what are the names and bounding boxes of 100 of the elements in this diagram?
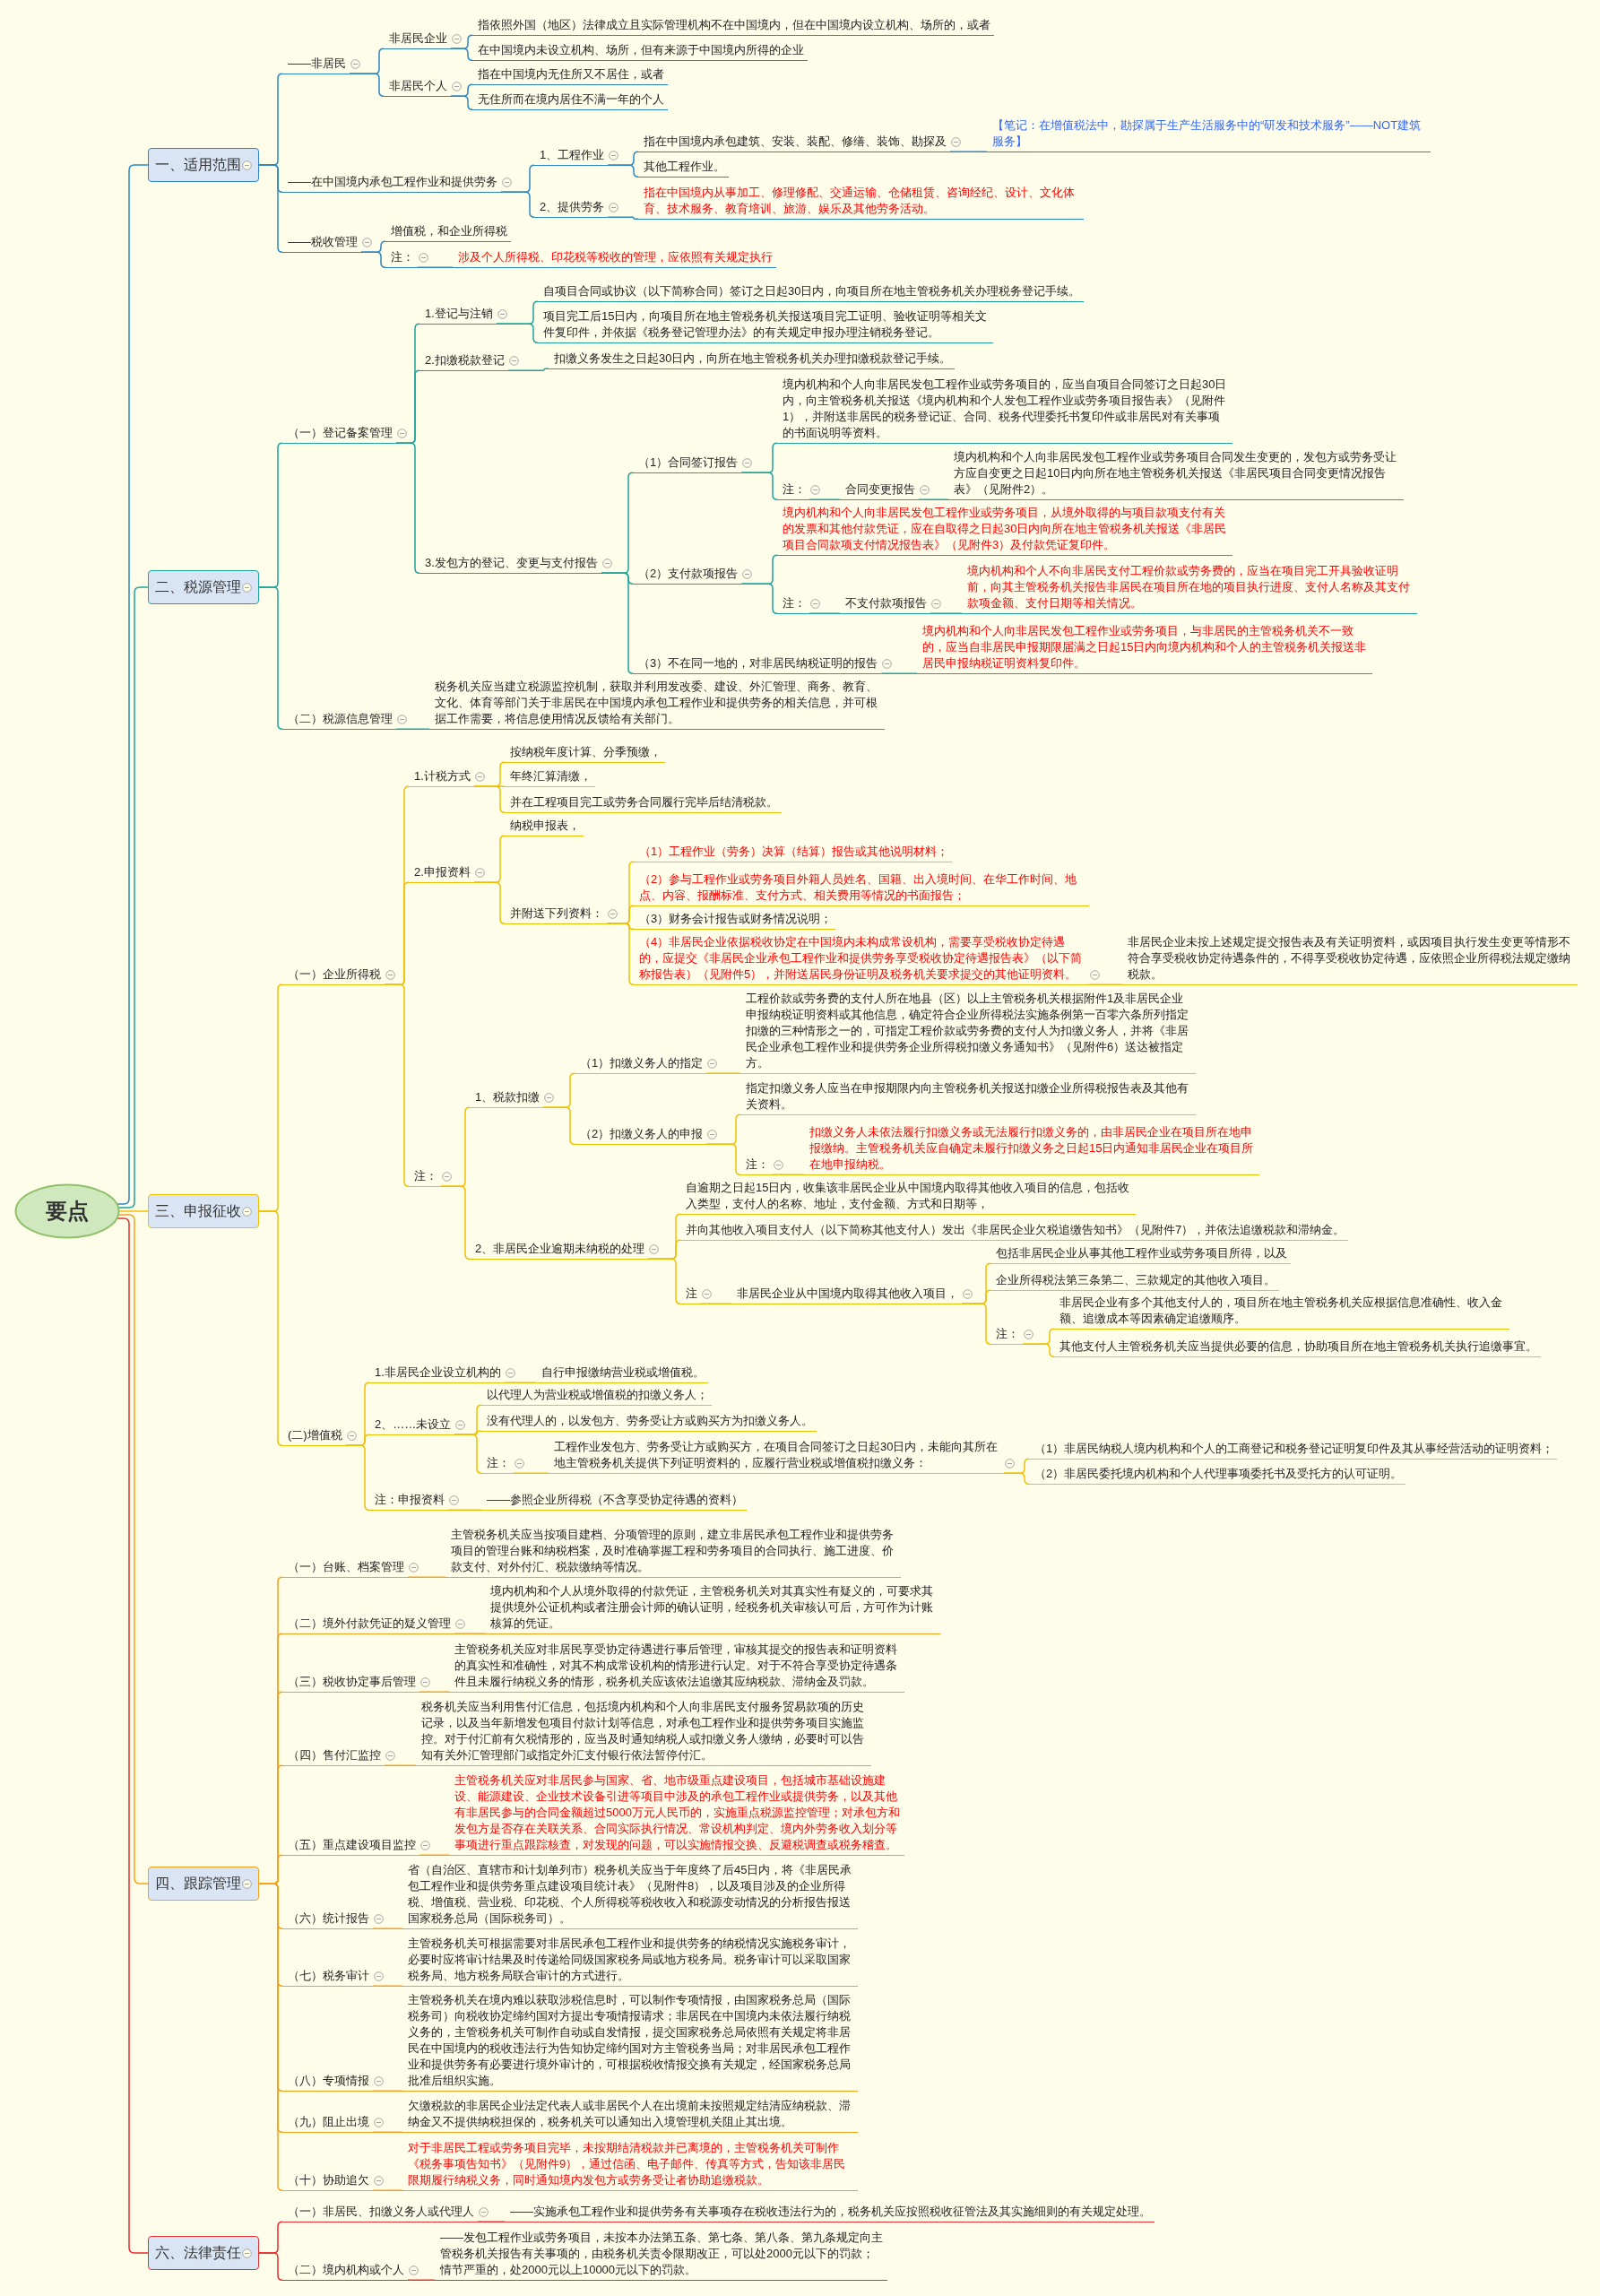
branch-line <box>1088 983 1123 985</box>
branch-line <box>395 728 430 730</box>
subtopic: 非居民企业未按上述规定提交报告表及有关证明资料，或因项目执行发生变更等情形不符合享受税收协定待遇条件的，不得享受税收协定待遇，应依照企业所得税法规定缴纳税款。 <box>1122 934 1578 985</box>
subtopic: 境内机构和个人不向非居民支付工程价款或劳务费的，应当在项目完工开具验收证明前，向其主管税务机关报告非居民在项目所在地的项目执行进度、支付人名称及其支付款项金额、支付日期等相关情况。 <box>962 563 1417 614</box>
main-topic-box: 六、法律责任 <box>148 2236 259 2270</box>
subtopic: （1）工程作业（劳务）决算（结算）报告或其他说明材料； <box>634 844 953 862</box>
subtopic: 2、提供劳务 <box>534 199 609 218</box>
branch-line <box>349 73 385 97</box>
branch-line <box>700 1303 732 1304</box>
branch-line <box>961 1303 991 1345</box>
subtopic: 2.扣缴税款登记 <box>419 352 508 371</box>
subtopic: （七）税务审计 <box>282 1968 373 1987</box>
main-topic-box: 二、税源管理 <box>148 570 259 604</box>
subtopic: 并在工程项目完工或劳务合同履行完毕后结清税款。 <box>505 794 782 813</box>
subtopic: （2）参与工程作业或劳务项目外籍人员姓名、国籍、出入境时间、在华工作时间、地点、内容、报酬标准、支付方式、相关费用等情况的书面报告； <box>634 871 1089 906</box>
subtopic: （四）售付汇监控 <box>282 1747 385 1766</box>
subtopic: （1）合同签订报告 <box>633 455 742 473</box>
subtopic: 税务机关应当建立税源监控机制，获取并利用发改委、建设、外汇管理、商务、教育、文化、体育等部门关于非居民在中国境内承包工程作业和提供劳务的相关信息，并可根据工作需要，将信息使用情况反馈给有关部门。 <box>429 679 885 730</box>
subtopic: 非居民企业 <box>384 30 451 49</box>
branch-line <box>447 1509 482 1511</box>
subtopic: （2）扣缴义务人的申报 <box>575 1126 707 1145</box>
subtopic: 工程价款或劳务费的支付人所在地县（区）以上主管税务机关根据附件1及非居民企业申报纳税证明资料或其他信息，确定符合企业所得税法实施条例第一百零六条所列指定扣缴的三种情形之一的，可指定工程价款或劳务费的支付人为扣缴义务人，并将《非居民企业承包工程作业和提供劳务企业所得税扣缴义务通知书》（见附件6）送达被指定方。 <box>740 991 1196 1074</box>
subtopic: （3）不在同一地的，对非居民纳税证明的报告 <box>633 655 882 674</box>
branch-line <box>473 881 506 924</box>
subtopic: 按纳税年度计算、分季预缴， <box>505 744 665 763</box>
branch-line <box>705 1072 741 1074</box>
subtopic: 境内机构和个人向非居民发包工程作业或劳务项目合同发生变更的，发包方或劳务受让方应自变更之日起10日内向所在地主管税务机关报送《非居民项目合同变更情况报告表》（见附件2）。 <box>948 449 1404 500</box>
subtopic: （1）非居民纳税人境内机构和个人的工商登记和税务登记证明复印件及其从事经营活动的证明资料； <box>1029 1441 1558 1460</box>
subtopic: ——在中国境内承包工程作业和提供劳务 <box>282 174 501 193</box>
subtopic: 涉及个人所得税、印花税等税收的管理，应依照有关规定执行 <box>453 249 776 268</box>
branch-line <box>809 498 841 500</box>
branch-line <box>507 368 549 371</box>
branch-line <box>740 472 778 500</box>
main-topic-box: 三、申报征收 <box>148 1194 259 1228</box>
subtopic: 1.非居民企业设立机构的 <box>369 1365 505 1383</box>
subtopic: （一）登记备案管理 <box>282 425 396 444</box>
subtopic: 1、工程作业 <box>534 147 609 166</box>
subtopic: 增值税，和企业所得税 <box>385 223 511 242</box>
branch-line <box>407 2279 436 2281</box>
subtopic: 以代理人为营业税或增值税的扣缴义务人； <box>481 1387 712 1406</box>
branch-line <box>930 612 963 614</box>
branch-line <box>372 2131 403 2133</box>
branch-line <box>513 1472 549 1474</box>
subtopic: 注 <box>680 1286 701 1304</box>
subtopic: （3）财务会计报告或财务情况说明； <box>634 911 836 930</box>
branch-line <box>880 672 918 674</box>
branch-line <box>395 442 420 574</box>
subtopic: （4）非居民企业依据税收协定在中国境内未构成常设机构，需要享受税收协定待遇的，应提交《非居民企业承包工程作业和提供劳务享受税收协定待遇报告表》（以下简称报告表）（见附件5），并附送居民身份证明及税务机关要求提交的其他证明资料。 <box>634 934 1089 985</box>
branch-line <box>607 216 639 220</box>
subtopic: 注： <box>385 249 418 268</box>
subtopic: ——参照企业所得税（不含享受协定待遇的资料） <box>481 1492 747 1511</box>
branch-line <box>606 923 635 985</box>
subtopic: 注： <box>990 1326 1023 1345</box>
branch-line <box>647 1258 681 1304</box>
subtopic: （九）阻止出境 <box>282 2114 373 2133</box>
subtopic: 2、……未设立 <box>369 1417 455 1435</box>
subtopic: 境内机构和个人从境外取得的付款凭证，主管税务机关对其真实性有疑义的，可要求其提供境外公证机构或者注册会计师的确认证明，经税务机关审核认可后，方可作为计账核算的凭证。 <box>485 1583 940 1634</box>
subtopic: 2、非居民企业逾期未纳税的处理 <box>470 1241 649 1260</box>
subtopic: 无住所而在境内居住不满一年的个人 <box>472 91 668 110</box>
branch-line <box>419 1854 450 1856</box>
subtopic: 指在中国境内承包建筑、安装、装配、修缮、装饰、勘探及 <box>638 134 950 152</box>
branch-line <box>607 164 639 178</box>
branch-line <box>384 1764 417 1766</box>
subtopic: 并向其他收入项目支付人（以下简称其他支付人）发出《非居民企业欠税追缴告知书》（见附件7），并依法追缴税款和滞纳金。 <box>680 1222 1349 1241</box>
subtopic: 不支付款项报告 <box>840 595 930 614</box>
subtopic: 非居民企业有多个其他支付人的，项目所在地主管税务机关应根据信息准确性、收入金额、追缴成本等因素确定追缴顺序。 <box>1054 1295 1509 1330</box>
subtopic: 1.计税方式 <box>409 768 474 787</box>
subtopic: （一）非居民、扣缴义务人或代理人 <box>282 2204 478 2222</box>
branch-line <box>344 1444 370 1511</box>
subtopic: 项目完工后15日内，向项目所在地主管税务机关报送项目完工证明、验收证明等相关文件复印件，并依据《税务登记管理办法》的有关规定申报办理注销税务登记。 <box>538 308 993 343</box>
central-topic: 要点 <box>14 1183 120 1239</box>
subtopic: 对于非居民工程或劳务项目完毕，未按期结清税款并已离境的，主管税务机关可制作《税务事项告知书》（见附件9），通过信函、电子邮件、传真等方式，告知该非居民限期履行纳税义务，同时通知境内发包方或劳务受让者协助追缴税款。 <box>402 2140 858 2191</box>
subtopic: 指定扣缴义务人应当在申报期限内向主管税务机关报送扣缴企业所得税报告表及其他有关资料。 <box>740 1080 1196 1115</box>
subtopic: 注： <box>777 481 809 500</box>
branch-line <box>450 95 473 110</box>
subtopic: ——税收管理 <box>282 234 361 253</box>
branch-line <box>372 2189 403 2191</box>
branch-line <box>258 164 283 253</box>
branch-line <box>372 2090 403 2092</box>
branch-line <box>258 2252 283 2281</box>
branch-line <box>772 1174 805 1175</box>
branch-line <box>440 1185 471 1260</box>
subtopic: 包括非居民企业从事其他工程作业或劳务项目所得，以及 <box>990 1245 1291 1264</box>
main-topic-box: 一、适用范围 <box>148 148 259 182</box>
subtopic: （二）境内机构或个人 <box>282 2262 408 2281</box>
subtopic: 自逾期之日起15日内，收集该非居民企业从中国境内取得其他收入项目的信息，包括收入类型，支付人的名称、地址，支付金额、方式和日期等， <box>680 1180 1136 1215</box>
branch-line <box>504 1382 537 1383</box>
subtopic: 指依照外国（地区）法律成立且实际管理机构不在中国境内，但在中国境内设立机构、场所的，或者 <box>472 17 994 36</box>
subtopic: 指在中国境内无住所又不居住，或者 <box>472 66 668 85</box>
subtopic: 主管税务机关可根据需要对非居民承包工程作业和提供劳务的纳税情况实施税务审计，必要时应将审计结果及时传递给同级国家税务局或地方税务局。税务审计可以采取国家税务局、地方税务局联合审计的方式进行。 <box>402 1936 858 1987</box>
branch-line <box>477 2221 506 2222</box>
branch-line <box>1003 1472 1030 1485</box>
subtopic: (二)增值税 <box>282 1427 346 1446</box>
subtopic: 企业所得税法第三条第二、三款规定的其他收入项目。 <box>990 1272 1279 1291</box>
subtopic: 注：申报资料 <box>369 1492 448 1511</box>
subtopic: 并附送下列资料： <box>505 905 607 924</box>
subtopic: 1.登记与注销 <box>419 306 497 325</box>
subtopic: 3.发包方的登记、变更与支付报告 <box>419 555 601 574</box>
subtopic: 注： <box>481 1455 514 1474</box>
subtopic: 注： <box>777 595 809 614</box>
